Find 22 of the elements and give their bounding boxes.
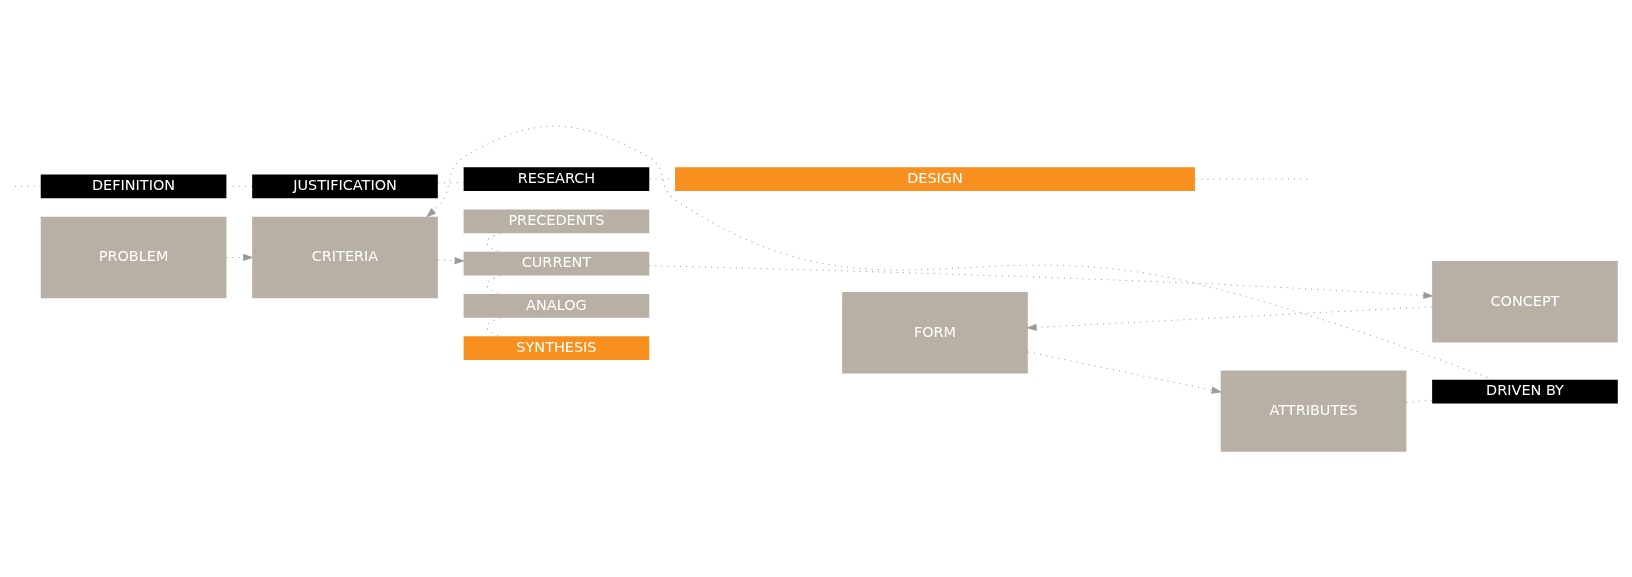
node-box: DESIGN (675, 166, 1195, 191)
node-box: CONCEPT (1432, 260, 1618, 343)
node-box: CRITERIA (252, 216, 438, 298)
arrow (1027, 350, 1222, 394)
node-box: ATTRIBUTES (1220, 369, 1407, 452)
connector (486, 316, 501, 337)
node-box: JUSTIFICATION (252, 173, 438, 198)
arrow (648, 264, 1434, 299)
connector (1405, 399, 1433, 403)
node-box: SYNTHESIS (463, 335, 650, 360)
node-box: PRECEDENTS (463, 209, 650, 233)
node-box: CURRENT (463, 251, 650, 275)
connector (486, 274, 501, 295)
node-box: DRIVEN BY (1432, 379, 1618, 403)
connector (486, 232, 501, 252)
node-box: RESEARCH (463, 166, 650, 191)
arrow (426, 125, 1494, 380)
node-box: FORM (842, 291, 1028, 373)
node-box: DEFINITION (40, 173, 227, 198)
node-box: ANALOG (463, 293, 650, 318)
arrow (1026, 305, 1433, 331)
node-box: PROBLEM (40, 216, 227, 298)
